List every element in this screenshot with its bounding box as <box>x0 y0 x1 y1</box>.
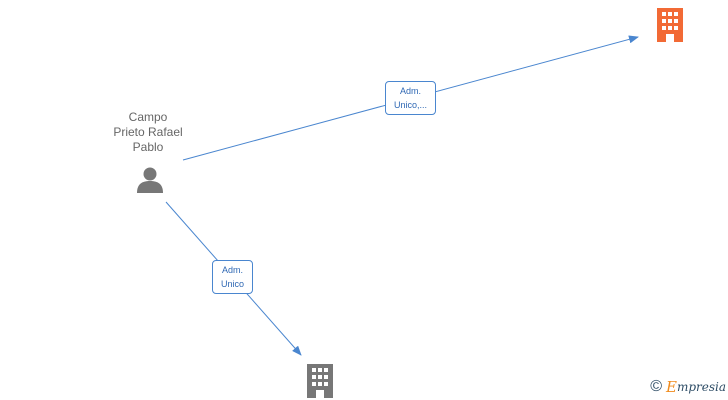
edge-label-bottom[interactable]: Adm. Unico <box>212 260 253 294</box>
edge-label-top-line-2: Unico,... <box>393 100 427 110</box>
person-icon[interactable] <box>136 166 164 194</box>
copyright-symbol: © <box>650 378 662 395</box>
brand-name: mpresia <box>676 380 726 394</box>
person-name[interactable]: Campo Prieto Rafael Pablo <box>100 110 196 155</box>
person-name-line-1: Campo <box>128 110 168 124</box>
building-icon[interactable] <box>654 8 686 42</box>
building-icon[interactable] <box>304 364 336 398</box>
edge-label-top-line-1: Adm. <box>399 86 421 96</box>
edge-label-bottom-line-1: Adm. <box>221 265 243 275</box>
edge-label-top[interactable]: Adm. Unico,... <box>385 81 436 115</box>
person-name-line-2: Prieto Rafael <box>113 125 183 139</box>
edge-label-bottom-line-2: Unico <box>220 279 244 289</box>
brand-initial: E <box>665 378 677 396</box>
brand-watermark: © E mpresia <box>650 378 726 396</box>
person-name-line-3: Pablo <box>132 140 164 154</box>
